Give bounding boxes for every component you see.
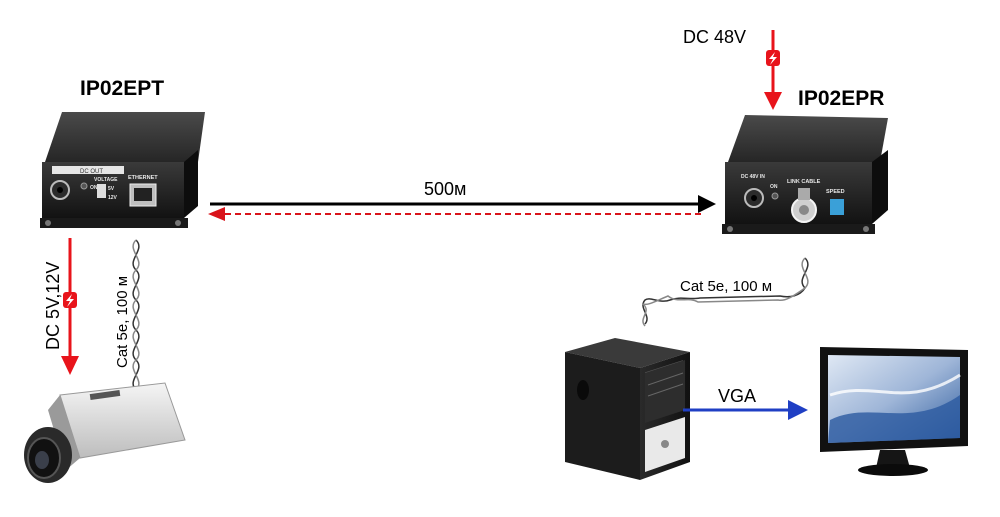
- receiver-name: IP02EPR: [798, 87, 884, 110]
- transmitter-voltage-label: VOLTAGE: [94, 177, 118, 183]
- camera-cable-label: Cat 5e, 100 м: [114, 276, 131, 368]
- camera-cable: Cat 5e, 100 м: [114, 239, 140, 391]
- coax-distance-label: 500м: [424, 179, 466, 199]
- transmitter-ethernet-label: ETHERNET: [128, 175, 158, 181]
- voltage-switch[interactable]: [97, 184, 106, 198]
- pc-cable-label: Cat 5e, 100 м: [680, 278, 772, 295]
- vga-link: VGA: [683, 386, 808, 420]
- power-camera-arrow: DC 5V,12V: [43, 238, 79, 375]
- vga-label: VGA: [718, 386, 756, 406]
- receiver-supply-label: DC 48V: [683, 27, 746, 47]
- power-48v-arrow: DC 48V: [683, 27, 782, 110]
- speed-dip-switch[interactable]: [830, 199, 844, 215]
- transmitter-panel-label: DC OUT: [80, 169, 103, 175]
- transmitter-name: IP02EPT: [80, 77, 164, 100]
- transmitter-device: IP02EPT DC OUT ON VOLTAGE 5V 12V ETHERNE…: [40, 77, 205, 228]
- receiver-speed-label: SPEED: [826, 189, 845, 195]
- pc-tower-icon: [565, 338, 690, 480]
- voltage-12v-label: 12V: [108, 195, 118, 201]
- voltage-5v-label: 5V: [108, 186, 115, 192]
- receiver-device: IP02EPR DC 48V IN ON LINK CABLE SPEED: [722, 87, 888, 234]
- receiver-link-label: LINK CABLE: [787, 179, 821, 185]
- receiver-dc-in-label: DC 48V IN: [741, 174, 765, 180]
- transmitter-on-label: ON: [90, 185, 98, 191]
- cctv-camera-icon: [24, 382, 186, 483]
- receiver-on-label: ON: [770, 184, 778, 190]
- coax-link: 500м: [208, 179, 716, 221]
- camera-supply-label: DC 5V,12V: [43, 262, 63, 350]
- monitor-icon: [820, 347, 968, 476]
- pc-cable: Cat 5e, 100 м: [642, 257, 809, 327]
